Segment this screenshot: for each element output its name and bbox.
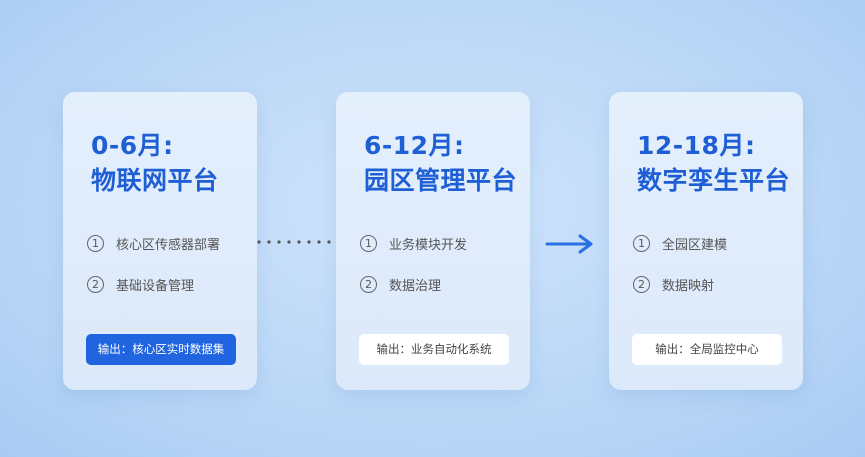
list-item-text: 核心区传感器部署	[116, 238, 221, 253]
stage-card-3: 12-18月: 数字孪生平台 1 全园区建模 2 数据映射 输出：全局监控中心	[609, 92, 803, 390]
stage-platform-name: 园区管理平台	[364, 166, 518, 195]
list-item: 1 全园区建模	[633, 234, 727, 253]
output-badge: 输出：全局监控中心	[632, 334, 782, 365]
output-badge: 输出：业务自动化系统	[359, 334, 509, 365]
list-item-text: 全园区建模	[662, 238, 728, 253]
list-item: 1 核心区传感器部署	[87, 234, 220, 253]
stage-title: 12-18月: 数字孪生平台	[637, 128, 790, 198]
stage-card-2: 6-12月: 园区管理平台 1 业务模块开发 2 数据治理 输出：业务自动化系统	[336, 92, 530, 390]
list-item-text: 基础设备管理	[116, 279, 195, 294]
stage-title: 6-12月: 园区管理平台	[364, 128, 517, 198]
stage-card-1: 0-6月: 物联网平台 1 核心区传感器部署 2 基础设备管理 输出：核心区实时…	[63, 92, 257, 390]
stage-period: 0-6月:	[91, 131, 174, 160]
stage-period: 12-18月:	[637, 131, 756, 160]
circled-number: 2	[360, 276, 377, 293]
circled-number: 1	[87, 235, 104, 252]
dotted-line-connector	[257, 240, 341, 244]
list-item-text: 业务模块开发	[389, 238, 468, 253]
list-item: 2 数据映射	[633, 275, 714, 294]
list-item-text: 数据映射	[662, 279, 715, 294]
circled-number: 1	[360, 235, 377, 252]
arrow-right-icon	[545, 234, 593, 254]
list-item: 2 数据治理	[360, 275, 441, 294]
list-item: 1 业务模块开发	[360, 234, 467, 253]
circled-number: 2	[87, 276, 104, 293]
stage-platform-name: 物联网平台	[91, 166, 219, 195]
stage-period: 6-12月:	[364, 131, 465, 160]
circled-number: 1	[633, 235, 650, 252]
stage-title: 0-6月: 物联网平台	[91, 128, 219, 198]
output-badge: 输出：核心区实时数据集	[86, 334, 236, 365]
stage-platform-name: 数字孪生平台	[637, 166, 791, 195]
list-item: 2 基础设备管理	[87, 275, 194, 294]
list-item-text: 数据治理	[389, 279, 442, 294]
circled-number: 2	[633, 276, 650, 293]
